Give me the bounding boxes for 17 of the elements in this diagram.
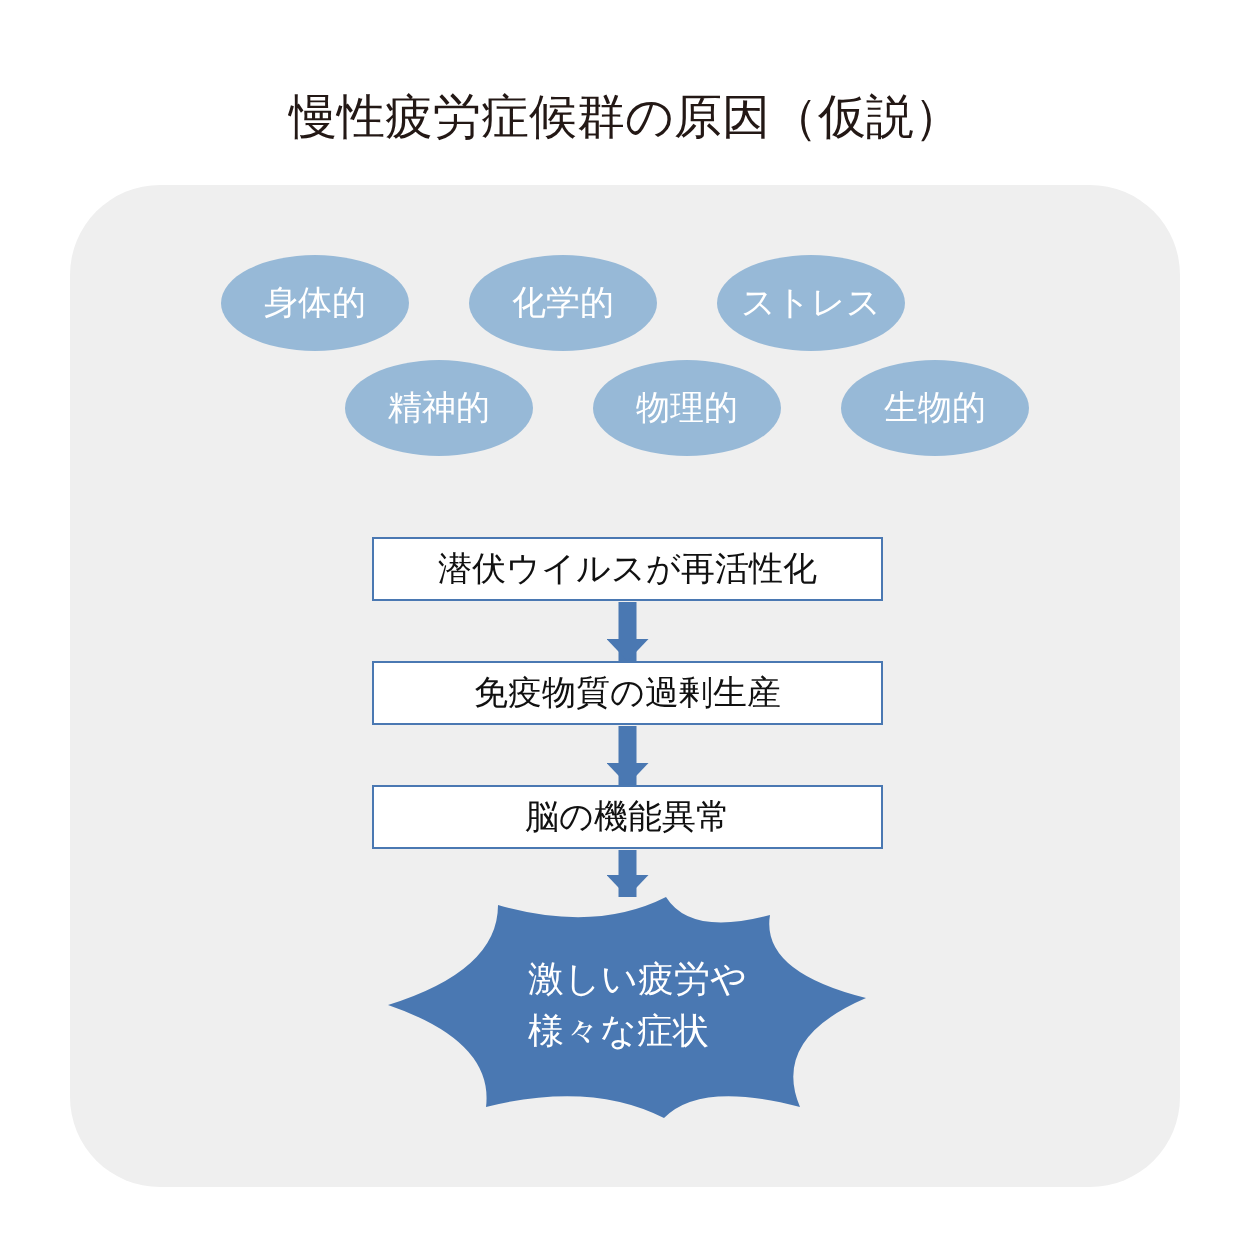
node-label: 生物的 — [884, 388, 986, 428]
process-box — [372, 661, 883, 725]
node-label: 免疫物質の過剰生産 — [474, 673, 781, 713]
node-label: 化学的 — [512, 283, 614, 323]
arrow — [606, 726, 649, 785]
process-box — [372, 537, 883, 601]
node-label: 物理的 — [636, 388, 738, 428]
node-label: 脳の機能異常 — [525, 797, 730, 837]
node-label: ストレス — [741, 283, 881, 323]
process-box — [372, 785, 883, 849]
node-label: 潜伏ウイルスが再活性化 — [438, 549, 817, 589]
node-label: 精神的 — [388, 388, 490, 428]
arrow — [606, 850, 649, 897]
arrow — [606, 602, 649, 661]
node-label: 身体的 — [264, 283, 366, 323]
diagram-title: 慢性疲労症候群の原因（仮説） — [287, 89, 963, 145]
node-label: 激しい疲労や様々な症状 — [528, 958, 748, 1053]
